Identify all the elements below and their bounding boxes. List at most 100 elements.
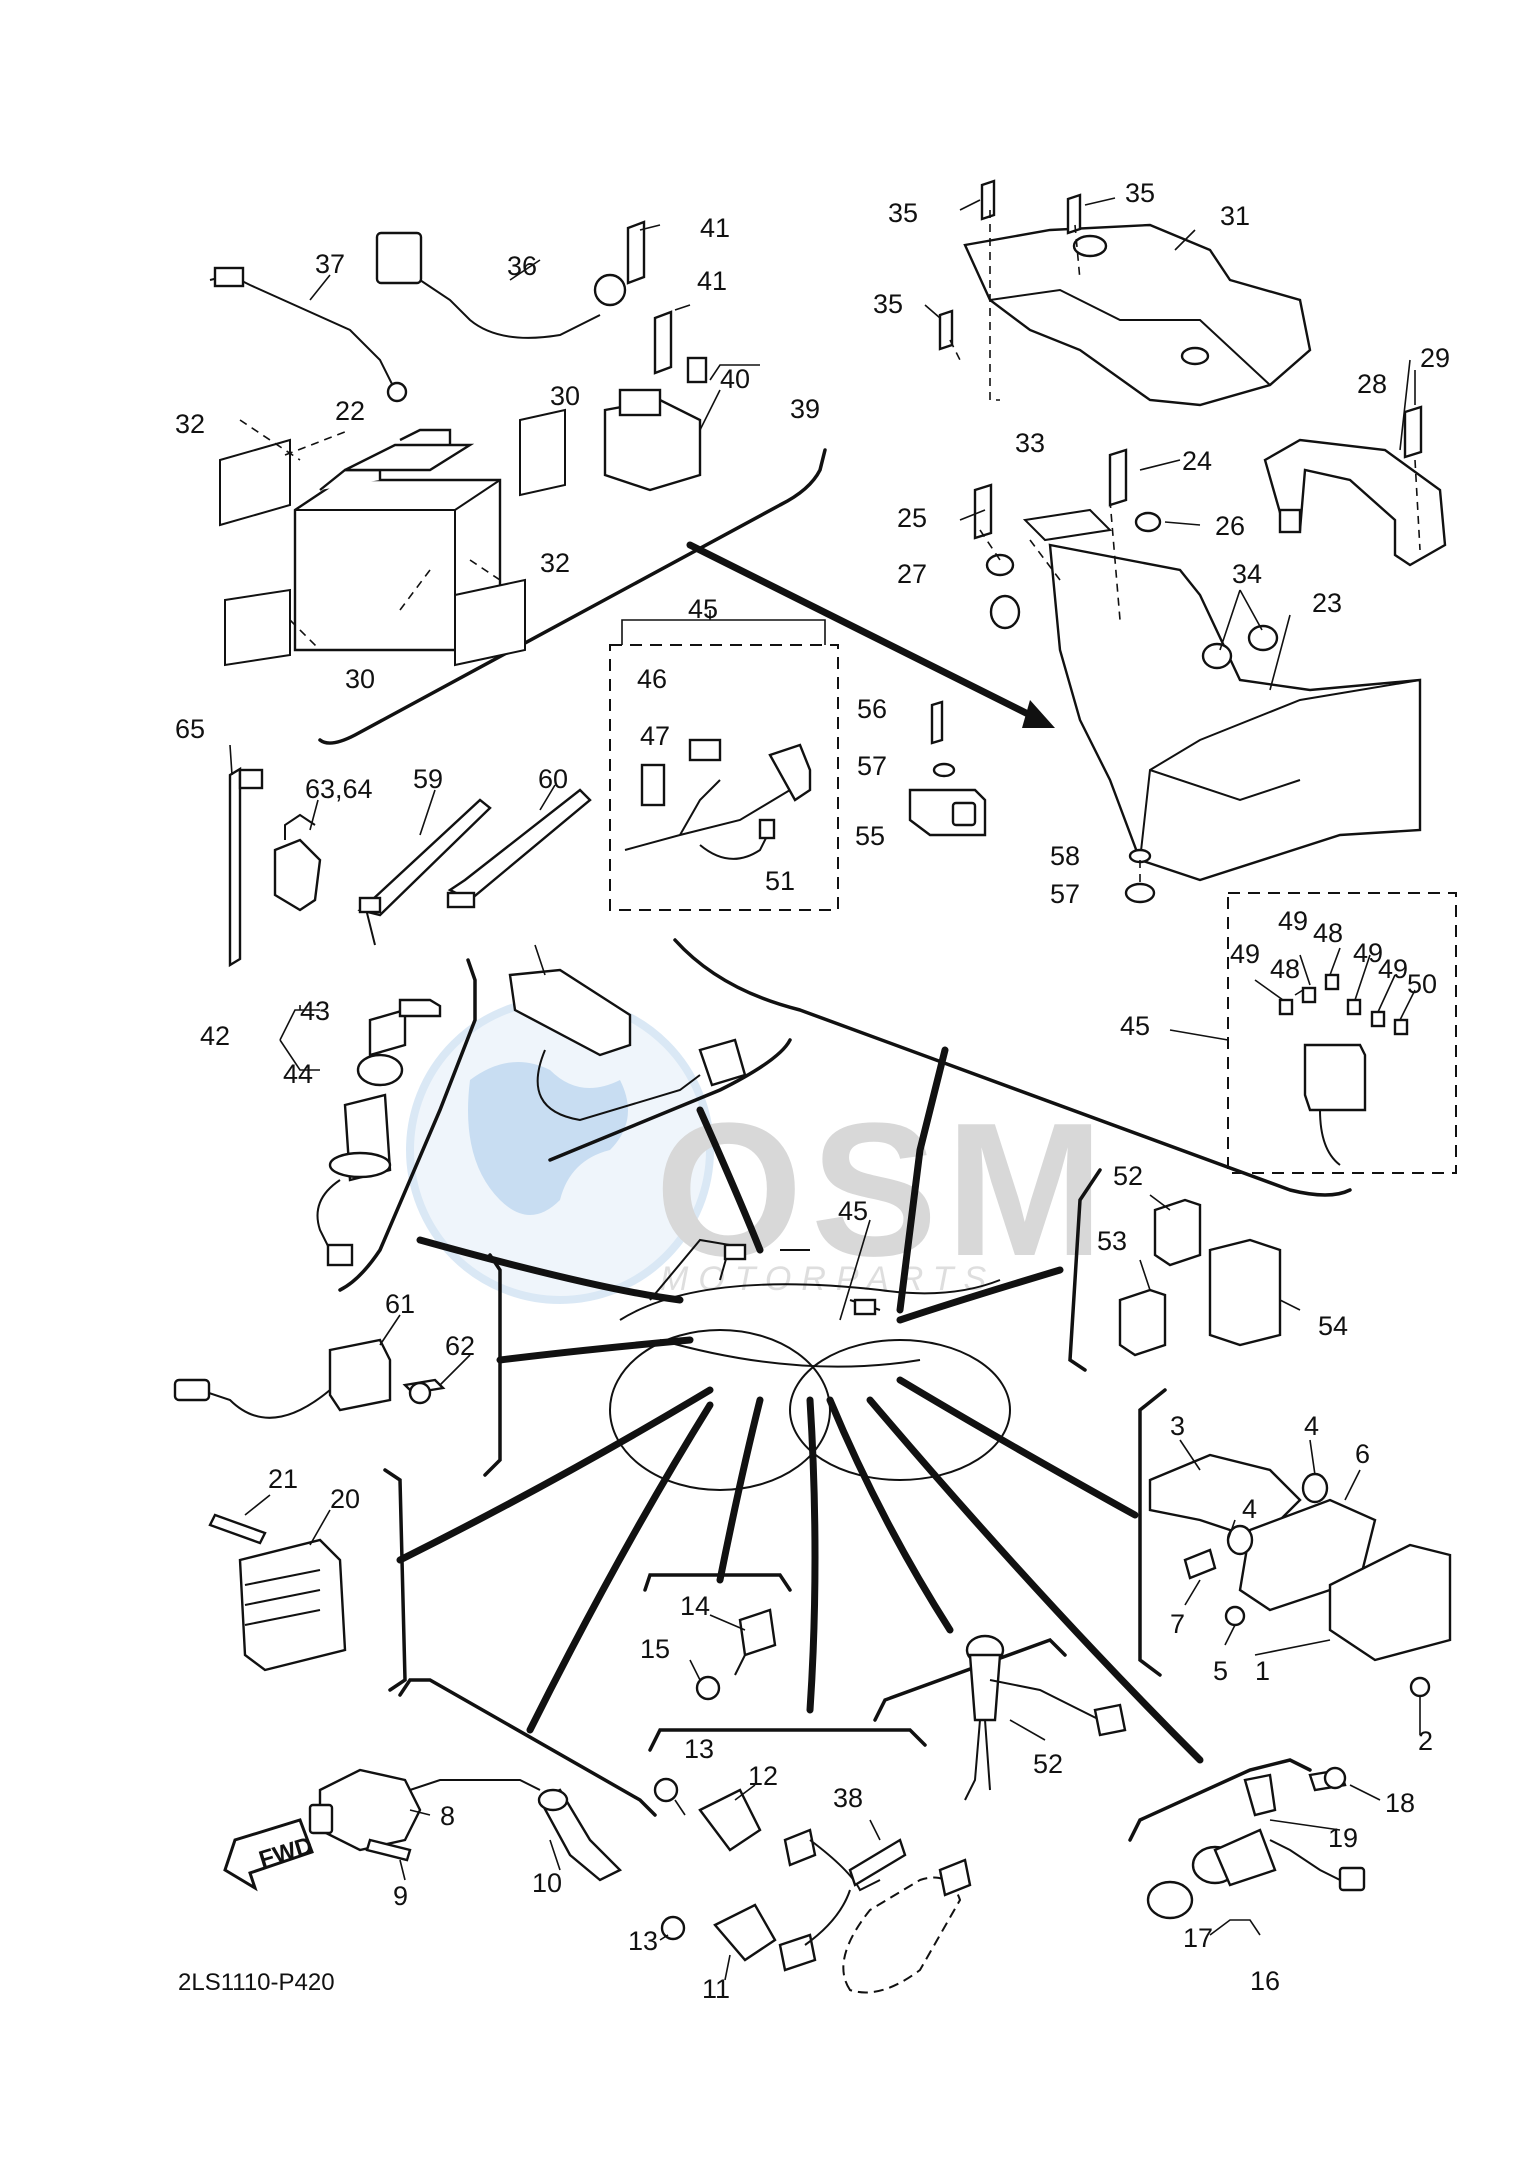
label-4a: 4 xyxy=(1304,1411,1319,1441)
label-47: 47 xyxy=(640,721,670,751)
label-63-64: 65 xyxy=(175,714,205,744)
label-17: 17 xyxy=(1183,1923,1213,1953)
diagram-code: 2LS1110-P420 xyxy=(178,1969,335,1996)
sensor-14-group xyxy=(643,1573,792,1701)
label-1: 1 xyxy=(1255,1656,1270,1686)
label-40: 40 xyxy=(720,364,750,394)
label-38: 38 xyxy=(833,1783,863,1813)
label-2: 2 xyxy=(1418,1726,1433,1756)
label-59: 60 xyxy=(538,764,568,794)
label-15: 15 xyxy=(640,1634,670,1664)
label-20: 20 xyxy=(330,1484,360,1514)
ecu-group xyxy=(1138,1388,1452,1735)
label-32b: 32 xyxy=(540,548,570,578)
label-52b: 53 xyxy=(1097,1226,1127,1256)
label-14: 14 xyxy=(680,1591,710,1621)
label-43: 43 xyxy=(300,996,330,1026)
label-56: 57 xyxy=(1050,879,1080,909)
label-55: 56 xyxy=(857,694,887,724)
label-25: 25 xyxy=(897,503,927,533)
label-16: 16 xyxy=(1250,1966,1280,1996)
label-27: 27 xyxy=(897,559,927,589)
label-34: 34 xyxy=(1232,559,1262,589)
label-29: 29 xyxy=(1420,343,1450,373)
label-49d: 49 xyxy=(1378,954,1408,984)
sensor-60-group xyxy=(173,1253,502,1477)
cover-group xyxy=(924,179,1447,882)
label-19: 19 xyxy=(1328,1823,1358,1853)
label-9: 9 xyxy=(393,1881,408,1911)
label-45b: 45 xyxy=(838,1196,868,1226)
label-57a: 57 xyxy=(857,751,887,781)
label-45a: 45 xyxy=(688,594,718,624)
label-54: 55 xyxy=(855,821,885,851)
label-46: 46 xyxy=(637,664,667,694)
label-26: 26 xyxy=(1215,511,1245,541)
label-49a: 49 xyxy=(1278,906,1308,936)
label-58: 59 xyxy=(413,764,443,794)
label-42: 42 xyxy=(200,1021,230,1051)
watermark-logo: OSM xyxy=(655,1084,1112,1296)
label-49c: 49 xyxy=(1230,939,1260,969)
label-49e: 50 xyxy=(1407,969,1437,999)
label-4b: 4 xyxy=(1242,1494,1257,1524)
label-45c: 45 xyxy=(1120,1011,1150,1041)
relay-group xyxy=(1068,1168,1301,1372)
label-5: 5 xyxy=(1213,1656,1228,1686)
label-10: 10 xyxy=(532,1868,562,1898)
fwd-arrow: FWD xyxy=(223,1818,316,1892)
label-50: 51 xyxy=(765,866,795,896)
label-62: 63,64 xyxy=(305,774,373,804)
bracket-45-arc xyxy=(673,938,1352,1197)
watermark-subtitle: MOTORPARTS xyxy=(660,1260,996,1298)
switch-65-group xyxy=(508,944,792,1162)
label-51: 52 xyxy=(1033,1749,1063,1779)
coil-group xyxy=(308,1678,657,1882)
pointer-line-1 xyxy=(686,541,1044,724)
watermark: OSM MOTORPARTS xyxy=(406,996,1112,1304)
fuse-box-45 xyxy=(1169,892,1457,1174)
label-23: 23 xyxy=(1312,588,1342,618)
sensor-51-group xyxy=(873,1634,1127,1801)
label-8: 8 xyxy=(440,1801,455,1831)
label-13b: 13 xyxy=(628,1926,658,1956)
label-35b: 35 xyxy=(1125,178,1155,208)
ignition-switch-group xyxy=(279,958,477,1292)
label-12: 12 xyxy=(748,1761,778,1791)
label-60: 61 xyxy=(385,1289,415,1319)
label-61: 62 xyxy=(445,1331,475,1361)
label-39: 39 xyxy=(790,394,820,424)
sensor-16-group xyxy=(1128,1758,1381,1936)
label-6: 6 xyxy=(1355,1439,1370,1469)
label-41a: 41 xyxy=(700,213,730,243)
label-35a: 35 xyxy=(888,198,918,228)
harness-box-45 xyxy=(609,610,1156,911)
battery-group xyxy=(209,220,827,745)
label-37: 37 xyxy=(315,249,345,279)
regulator-group xyxy=(208,1468,407,1692)
label-30b: 30 xyxy=(345,664,375,694)
label-18: 18 xyxy=(1385,1788,1415,1818)
part-labels: 1 2 3 4 4 5 6 7 8 9 10 11 12 13 13 14 15… xyxy=(175,178,1450,2004)
label-44: 44 xyxy=(283,1059,313,1089)
label-57b: 58 xyxy=(1050,841,1080,871)
label-28: 28 xyxy=(1357,369,1387,399)
label-41b: 41 xyxy=(697,266,727,296)
label-32a: 32 xyxy=(175,409,205,439)
label-53: 54 xyxy=(1318,1311,1348,1341)
main-harness xyxy=(396,1046,1204,1764)
label-13a: 13 xyxy=(684,1734,714,1764)
label-7: 7 xyxy=(1170,1609,1185,1639)
label-36: 36 xyxy=(507,251,537,281)
label-35c: 35 xyxy=(873,289,903,319)
pointer-arrow-1 xyxy=(1022,700,1055,728)
label-30a: 30 xyxy=(550,381,580,411)
ties-group xyxy=(228,744,592,968)
label-3: 3 xyxy=(1170,1411,1185,1441)
label-22: 22 xyxy=(335,396,365,426)
label-49b: 49 xyxy=(1353,938,1383,968)
label-33: 33 xyxy=(1015,428,1045,458)
label-31: 31 xyxy=(1220,201,1250,231)
label-48a: 48 xyxy=(1313,918,1343,948)
